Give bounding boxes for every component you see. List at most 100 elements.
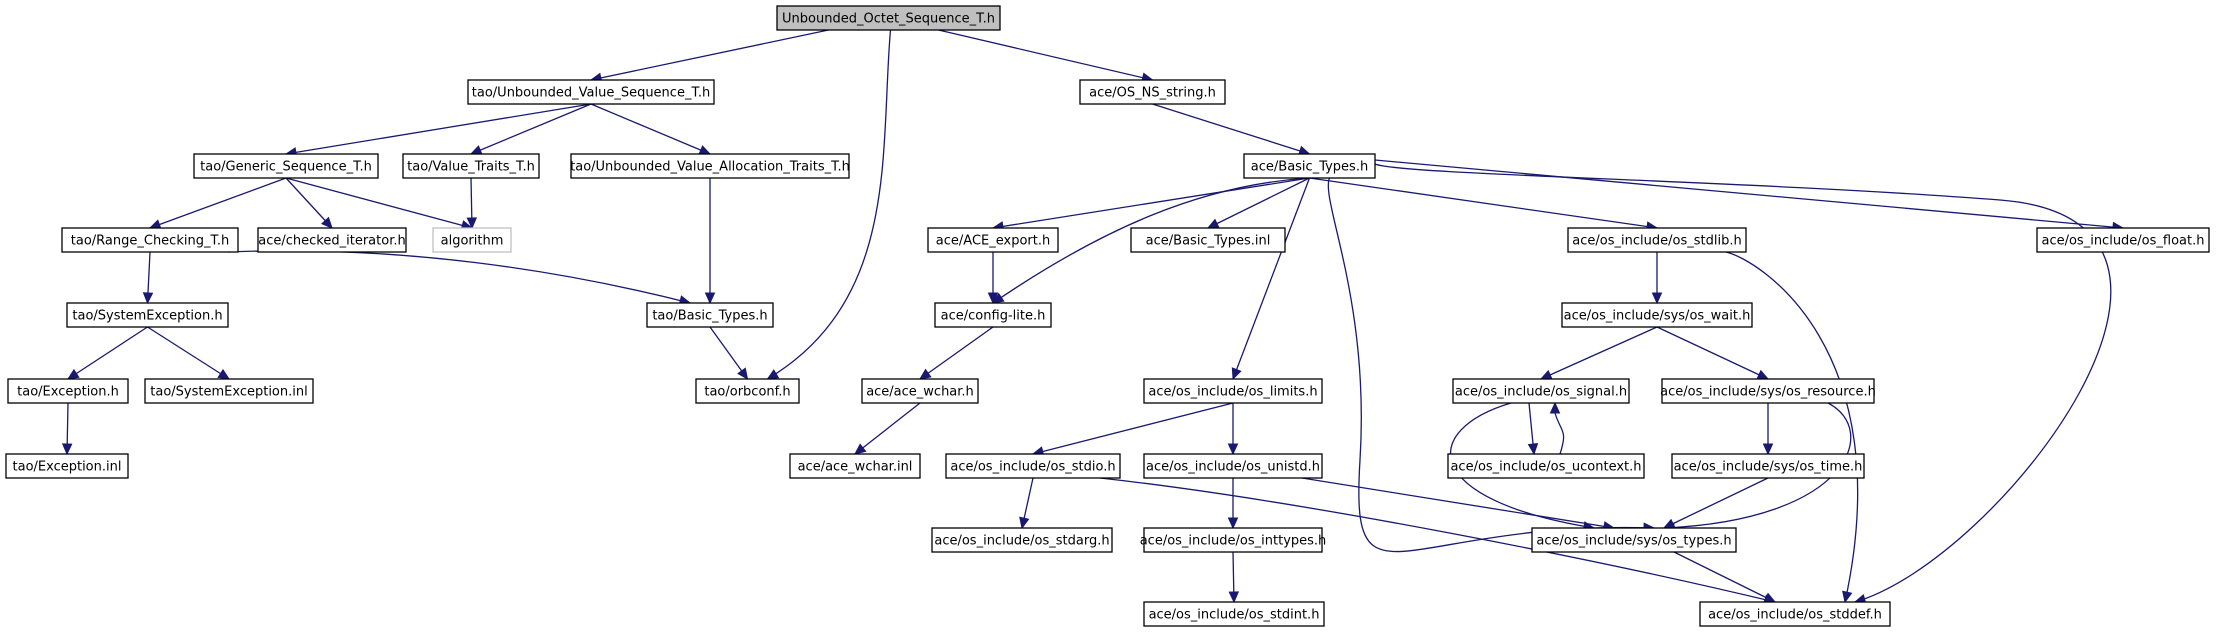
edge-root-to-orb	[766, 29, 892, 380]
edge-wait-to-res	[1656, 326, 1770, 380]
node-label: ace/os_include/sys/os_wait.h	[1564, 309, 1751, 324]
edge-tbt-to-orb	[709, 326, 749, 380]
edge-vt-to-alg	[466, 177, 478, 230]
node-box	[1143, 601, 1325, 627]
node-label: tao/Unbounded_Value_Sequence_T.h	[472, 86, 710, 101]
node-label: tao/SystemException.h	[72, 309, 222, 324]
node-box	[1143, 453, 1323, 479]
node-ci[interactable]: ace/checked_iterator.h	[257, 227, 407, 253]
node-label: ace/os_include/os_stdio.h	[950, 460, 1115, 475]
node-orb[interactable]: tao/orbconf.h	[695, 378, 800, 404]
node-label: ace/Basic_Types.inl	[1146, 234, 1271, 249]
node-stddef[interactable]: ace/os_include/os_stddef.h	[1699, 601, 1891, 627]
node-box	[945, 453, 1121, 479]
edge-stdlib-to-wait	[1651, 252, 1663, 305]
node-box	[1452, 378, 1630, 404]
edge-res-to-time	[1762, 403, 1774, 456]
edge-uva-to-tbt	[704, 178, 716, 305]
node-box	[1561, 302, 1753, 328]
edge-gen-to-rc	[148, 177, 287, 230]
edge-abt-to-stdlib	[1309, 177, 1659, 232]
edge-exc-to-exci	[61, 402, 73, 456]
node-abti[interactable]: ace/Basic_Types.inl	[1130, 227, 1286, 253]
node-vt[interactable]: tao/Value_Traits_T.h	[402, 153, 540, 179]
edge-types-to-stddef	[1673, 551, 1777, 603]
node-label: ace/os_include/sys/os_types.h	[1536, 534, 1731, 549]
edge-limits-to-unistd	[1227, 403, 1239, 456]
node-abt[interactable]: ace/Basic_Types.h	[1243, 153, 1376, 179]
node-box	[931, 527, 1113, 553]
node-label: ace/os_include/sys/os_time.h	[1674, 460, 1863, 475]
node-res[interactable]: ace/os_include/sys/os_resource.h	[1660, 378, 1876, 404]
edge-stdio-to-stdarg	[1019, 477, 1034, 530]
edge-gen-to-alg	[285, 177, 474, 231]
node-wchar[interactable]: ace/ace_wchar.h	[861, 378, 979, 404]
node-sei[interactable]: tao/SystemException.inl	[144, 378, 314, 404]
node-label: ace/Basic_Types.h	[1251, 160, 1368, 175]
node-box	[432, 227, 512, 253]
node-wchari[interactable]: ace/ace_wchar.inl	[789, 453, 921, 479]
node-box	[695, 378, 800, 404]
node-alg: algorithm	[432, 227, 512, 253]
node-gen[interactable]: tao/Generic_Sequence_T.h	[193, 153, 379, 179]
node-box	[646, 302, 774, 328]
edge-aexp-to-cfg	[987, 252, 999, 305]
node-box	[1567, 227, 1747, 253]
node-inttypes[interactable]: ace/os_include/os_inttypes.h	[1140, 527, 1327, 553]
node-se[interactable]: tao/SystemException.h	[66, 302, 229, 328]
node-box	[144, 378, 314, 404]
edge-inttypes-to-stdint	[1228, 551, 1240, 604]
edge-limits-to-stdio	[1031, 402, 1234, 457]
edge-wchar-to-wchari	[854, 402, 921, 455]
node-uvs[interactable]: tao/Unbounded_Value_Sequence_T.h	[467, 79, 715, 105]
node-exci[interactable]: tao/Exception.inl	[5, 453, 129, 479]
node-stdlib[interactable]: ace/os_include/os_stdlib.h	[1567, 227, 1747, 253]
edge-se-to-exc	[66, 326, 148, 380]
node-box	[1661, 378, 1875, 404]
node-stdint[interactable]: ace/os_include/os_stdint.h	[1143, 601, 1325, 627]
node-signal[interactable]: ace/os_include/os_signal.h	[1452, 378, 1630, 404]
node-stdio[interactable]: ace/os_include/os_stdio.h	[945, 453, 1121, 479]
node-wait[interactable]: ace/os_include/sys/os_wait.h	[1561, 302, 1753, 328]
node-label: ace/ACE_export.h	[936, 234, 1050, 249]
node-box	[1130, 227, 1286, 253]
node-label: ace/os_include/os_float.h	[2041, 234, 2204, 249]
node-osns[interactable]: ace/OS_NS_string.h	[1079, 79, 1226, 105]
edge-root-to-osns	[938, 29, 1154, 83]
node-exc[interactable]: tao/Exception.h	[7, 378, 129, 404]
node-label: algorithm	[441, 234, 504, 249]
node-tbt[interactable]: tao/Basic_Types.h	[646, 302, 774, 328]
node-label: ace/OS_NS_string.h	[1089, 86, 1216, 101]
node-box	[1143, 378, 1323, 404]
node-label: ace/ace_wchar.h	[866, 385, 974, 400]
node-label: ace/os_include/sys/os_resource.h	[1660, 385, 1876, 400]
node-label: ace/os_include/os_ucontext.h	[1450, 460, 1641, 475]
node-box	[1699, 601, 1891, 627]
node-box	[927, 227, 1059, 253]
node-box	[1243, 153, 1376, 179]
node-uctx[interactable]: ace/os_include/os_ucontext.h	[1447, 453, 1645, 479]
node-uva[interactable]: tao/Unbounded_Value_Allocation_Traits_T.…	[570, 153, 850, 179]
edge-uvs-to-vt	[469, 103, 592, 155]
edge-stdlib-to-stddef	[1725, 251, 1859, 604]
edge-uvs-to-gen	[284, 103, 592, 158]
graph-nodes: Unbounded_Octet_Sequence_T.htao/Unbounde…	[5, 5, 2210, 627]
node-stdarg[interactable]: ace/os_include/os_stdarg.h	[931, 527, 1113, 553]
dependency-edges	[61, 29, 2125, 605]
node-box	[5, 453, 129, 479]
edge-cfg-to-wchar	[919, 326, 994, 380]
node-limits[interactable]: ace/os_include/os_limits.h	[1143, 378, 1323, 404]
node-label: ace/os_include/os_unistd.h	[1146, 460, 1320, 475]
node-types[interactable]: ace/os_include/sys/os_types.h	[1531, 527, 1737, 553]
node-label: ace/checked_iterator.h	[258, 234, 405, 249]
node-cfg[interactable]: ace/config-lite.h	[934, 302, 1052, 328]
node-float[interactable]: ace/os_include/os_float.h	[2036, 227, 2210, 253]
edge-se-to-sei	[147, 326, 231, 380]
node-aexp[interactable]: ace/ACE_export.h	[927, 227, 1059, 253]
node-label: tao/Basic_Types.h	[652, 309, 767, 324]
node-time[interactable]: ace/os_include/sys/os_time.h	[1671, 453, 1865, 479]
node-rc[interactable]: tao/Range_Checking_T.h	[61, 227, 239, 253]
node-unistd[interactable]: ace/os_include/os_unistd.h	[1143, 453, 1323, 479]
edge-abt-to-cfg	[991, 177, 1310, 304]
node-label: ace/os_include/os_stdlib.h	[1572, 234, 1741, 249]
